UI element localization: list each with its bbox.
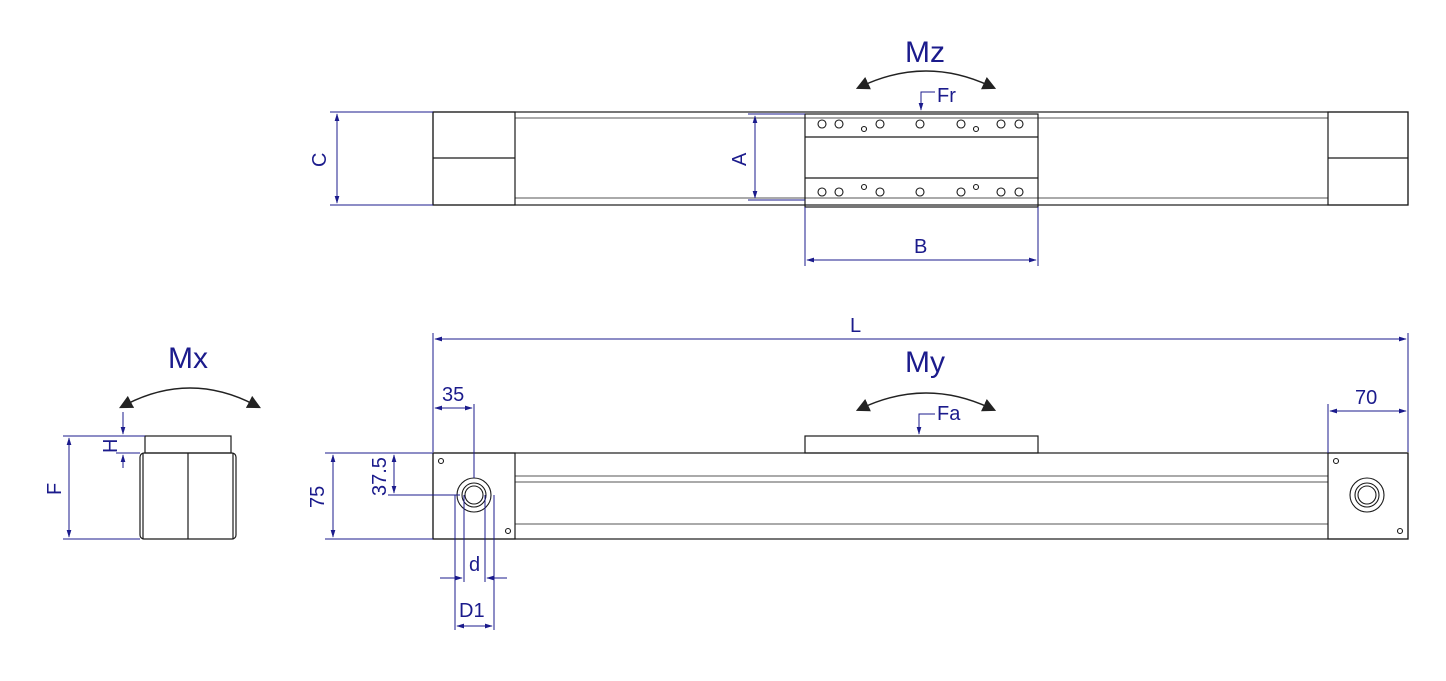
- label-l: L: [850, 315, 861, 337]
- label-75: 75: [307, 486, 329, 508]
- label-my: My: [905, 346, 945, 379]
- label-h: H: [100, 439, 122, 453]
- label-fa: Fa: [937, 403, 961, 425]
- mx-arc: [119, 387, 261, 409]
- carriage-top: [804, 113, 1039, 208]
- label-37-5: 37.5: [369, 457, 391, 496]
- end-view: Mx H F: [44, 342, 261, 540]
- label-d: d: [469, 554, 480, 576]
- label-d1: D1: [459, 600, 485, 622]
- mz-arc: [855, 70, 997, 90]
- shaft-left: [456, 477, 492, 513]
- label-35: 35: [442, 384, 464, 406]
- label-70: 70: [1355, 387, 1377, 409]
- label-b: B: [914, 236, 927, 258]
- carriage-holes: [817, 119, 1024, 197]
- label-fr: Fr: [937, 85, 956, 107]
- my-arc: [855, 392, 997, 412]
- side-view: L My Fa 35: [307, 315, 1409, 630]
- label-mz: Mz: [905, 36, 945, 69]
- end-block-right: [1327, 452, 1409, 540]
- label-mx: Mx: [168, 342, 208, 375]
- label-f: F: [44, 483, 66, 495]
- label-c: C: [309, 153, 331, 167]
- shaft-right: [1349, 477, 1385, 513]
- label-a: A: [729, 152, 751, 166]
- top-view: Mz Fr C A B: [309, 36, 1409, 266]
- carriage-side: [804, 435, 1039, 454]
